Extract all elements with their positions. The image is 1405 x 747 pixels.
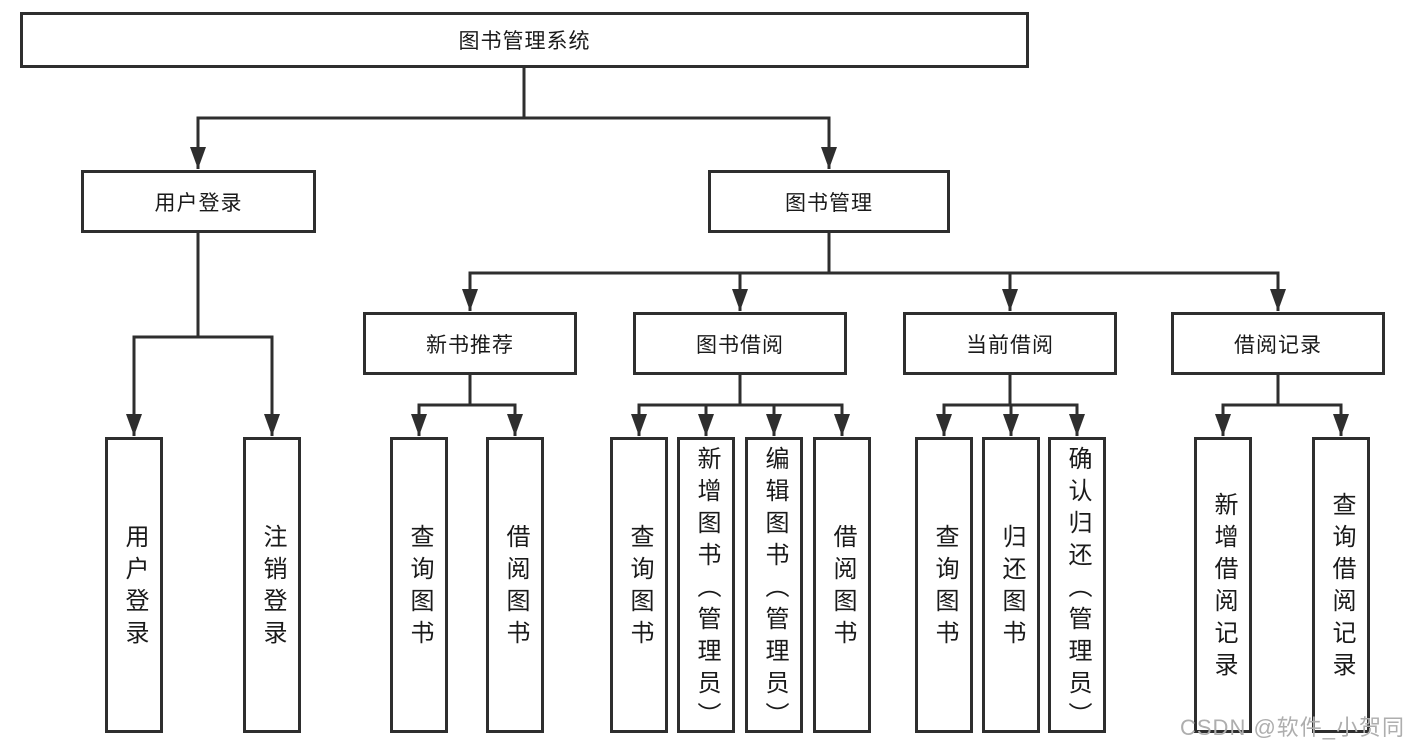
leaf-bb-borrow-books: 借阅图书: [813, 437, 871, 733]
leaf-user-login: 用户登录: [105, 437, 163, 733]
leaf-cb-query-books: 查询图书: [915, 437, 973, 733]
node-new-book-recommend: 新书推荐: [363, 312, 577, 375]
leaf-br-add-record: 新增借阅记录: [1194, 437, 1252, 733]
node-borrowing-records: 借阅记录: [1171, 312, 1385, 375]
node-user-login: 用户登录: [81, 170, 316, 233]
leaf-bb-query-books: 查询图书: [610, 437, 668, 733]
leaf-bb-add-books-admin: 新增图书（管理员）: [677, 437, 735, 734]
leaf-bb-edit-books-admin: 编辑图书（管理员）: [745, 437, 803, 734]
node-library-system: 图书管理系统: [20, 12, 1029, 68]
leaf-cb-return-books: 归还图书: [982, 437, 1040, 733]
leaf-cb-confirm-return-admin: 确认归还（管理员）: [1048, 437, 1106, 734]
csdn-watermark: CSDN @软件_小贺同学: [1180, 715, 1405, 740]
leaf-nb-query-books: 查询图书: [390, 437, 448, 733]
node-book-management: 图书管理: [708, 170, 950, 233]
node-current-borrowing: 当前借阅: [903, 312, 1117, 375]
node-book-borrowing: 图书借阅: [633, 312, 847, 375]
leaf-br-query-record: 查询借阅记录: [1312, 437, 1370, 733]
leaf-logout: 注销登录: [243, 437, 301, 733]
leaf-nb-borrow-books: 借阅图书: [486, 437, 544, 733]
